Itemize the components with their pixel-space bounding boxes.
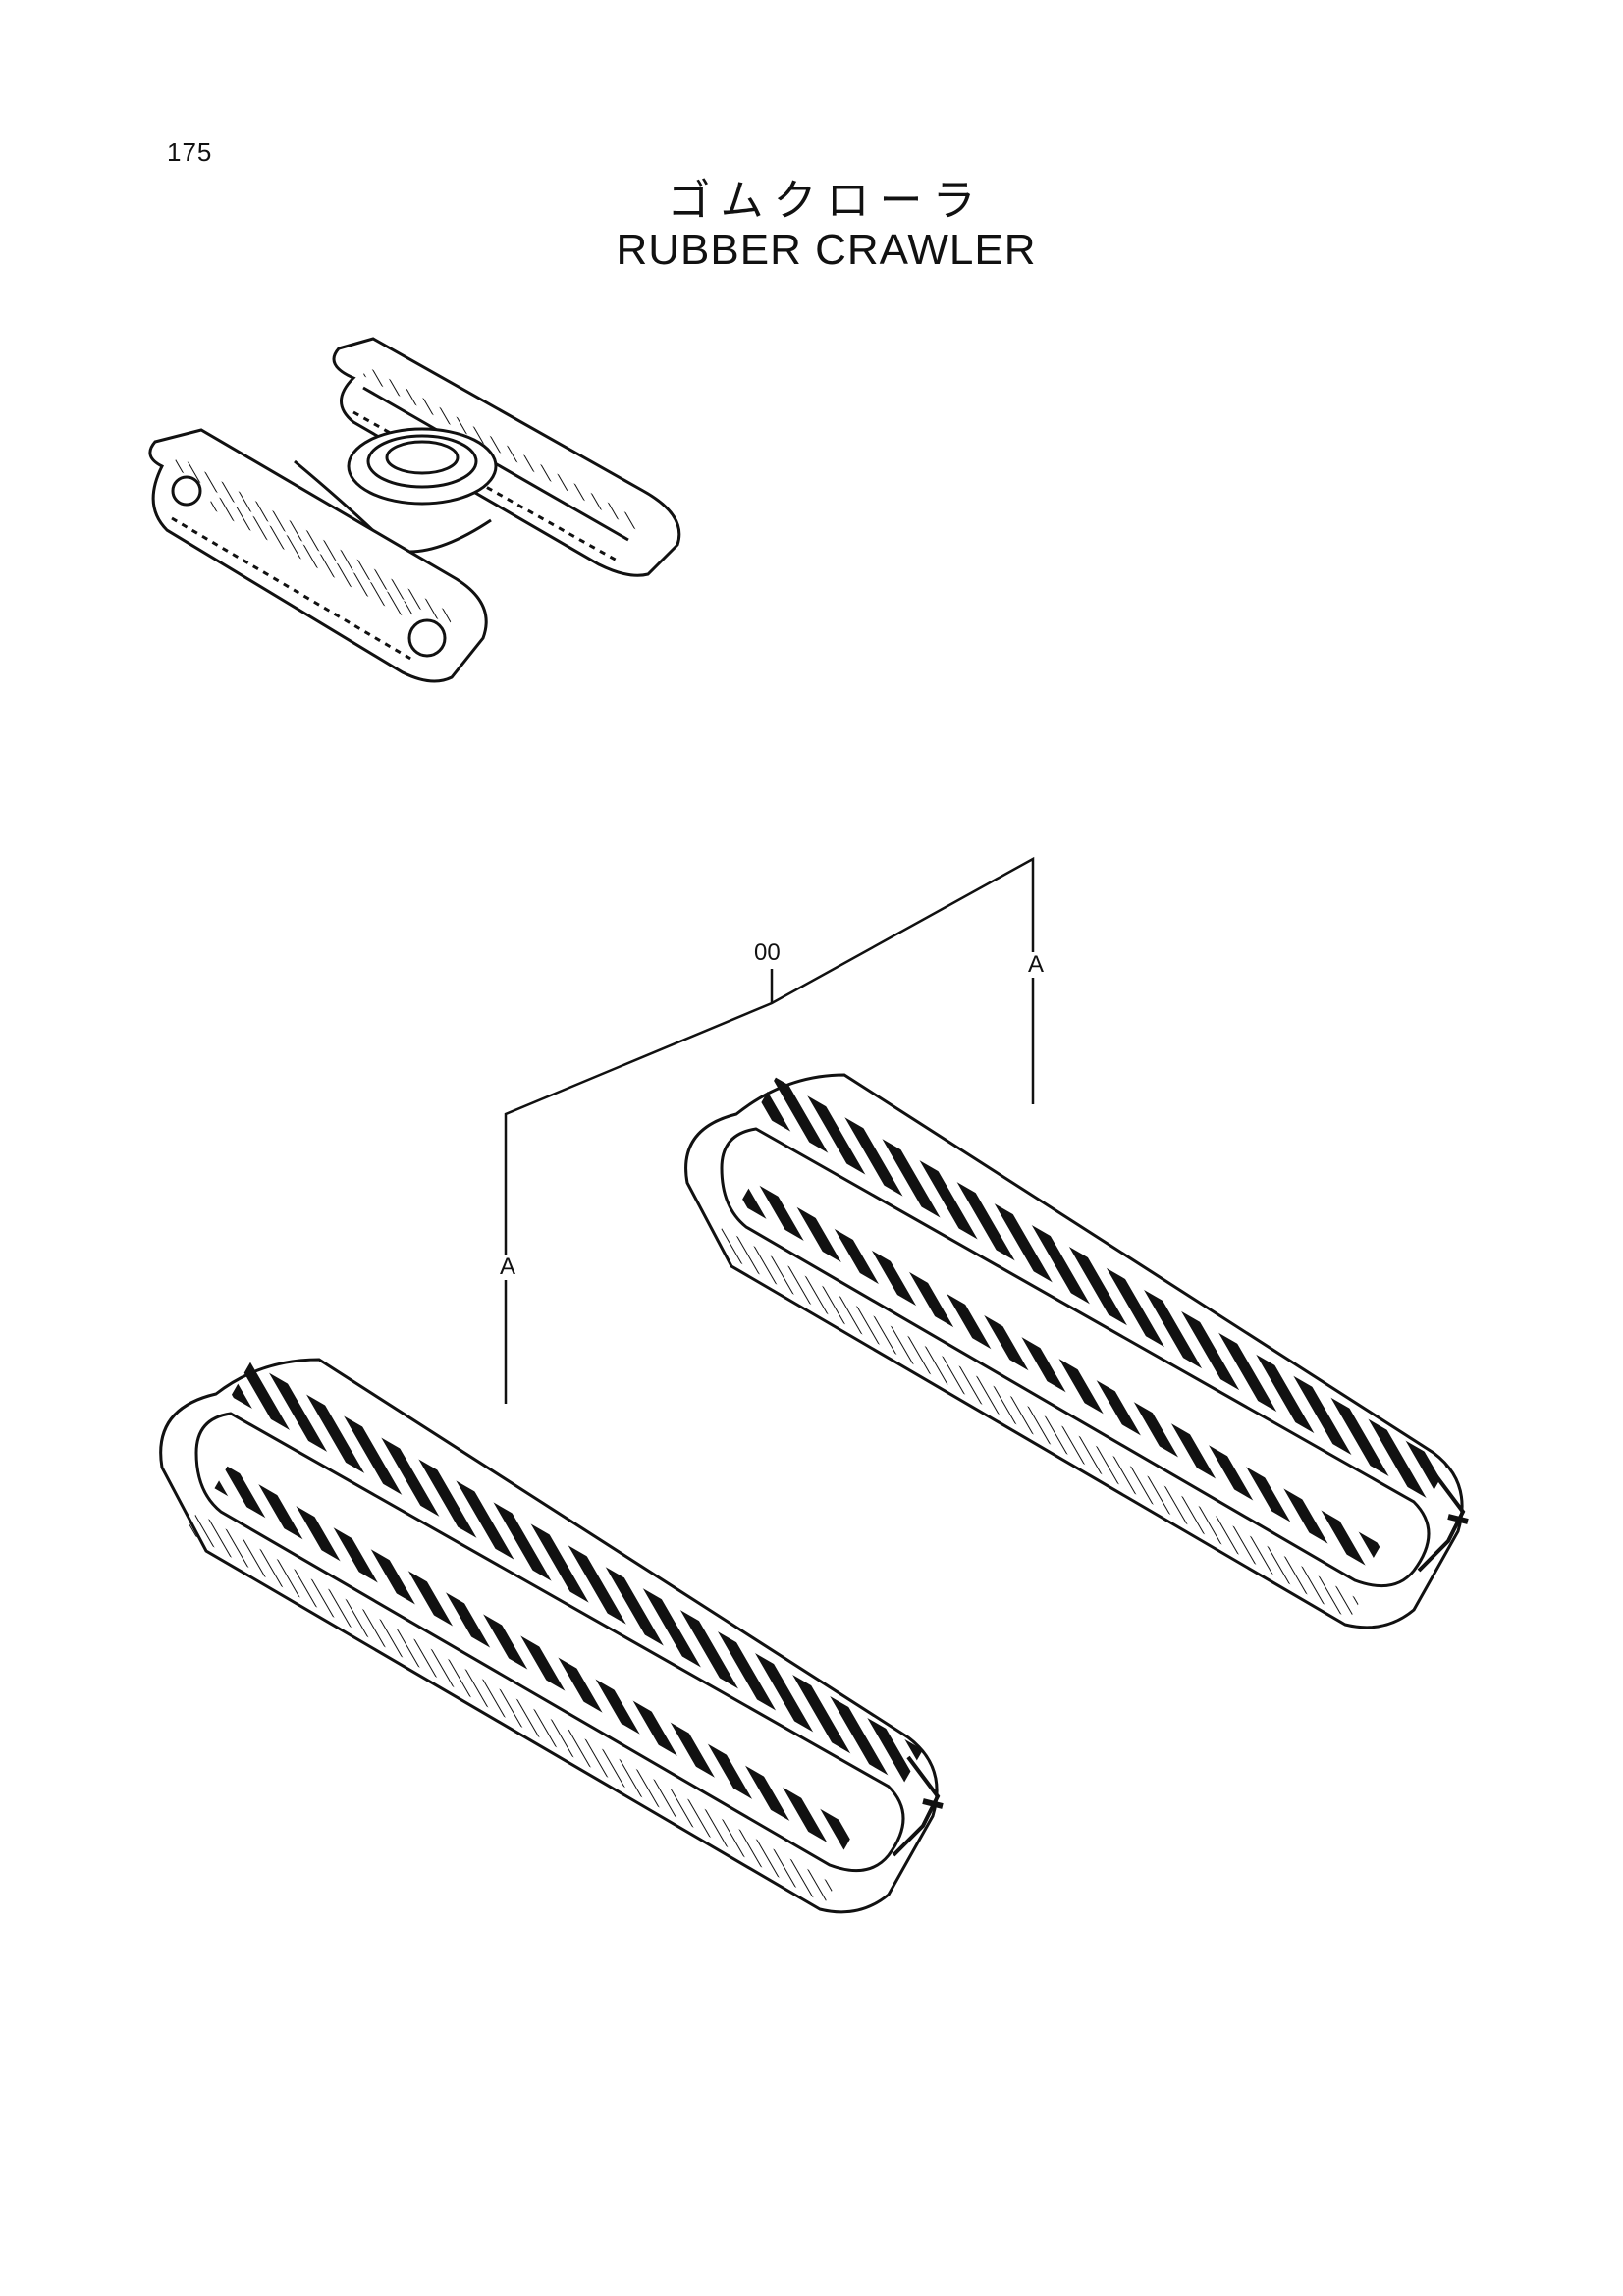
page-title-english: RUBBER CRAWLER — [616, 226, 1037, 274]
page-number: 175 — [167, 137, 213, 167]
page-title-japanese: ゴムクローラ — [667, 176, 986, 226]
leader-lines — [504, 856, 1035, 1404]
rubber-crawler-right — [684, 1073, 1469, 1629]
rubber-crawler-left — [159, 1358, 944, 1914]
overview-front-track — [148, 428, 488, 683]
callout-assembly-00: 00 — [752, 939, 783, 966]
callout-part-a-left: A — [498, 1254, 518, 1280]
undercarriage-overview-illustration — [148, 337, 681, 683]
callout-part-a-right: A — [1026, 951, 1047, 978]
